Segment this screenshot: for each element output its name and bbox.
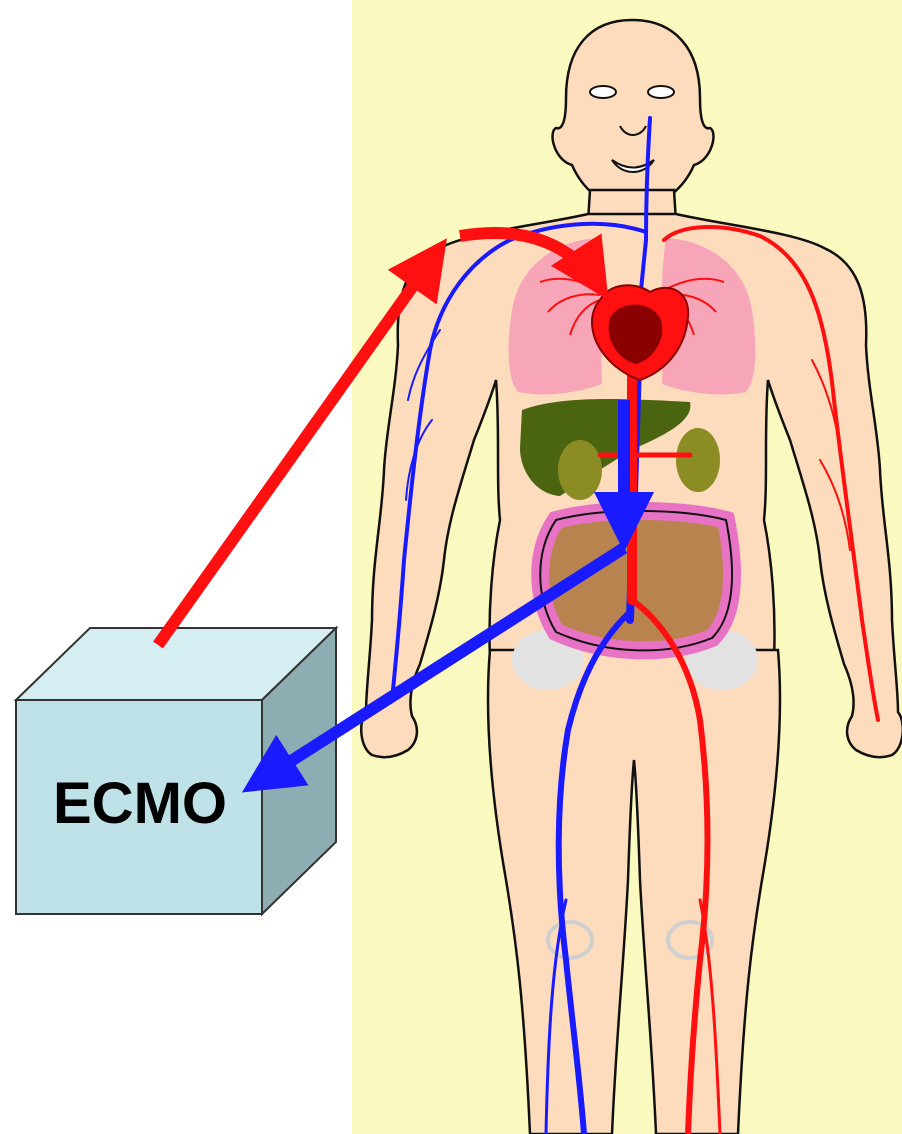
ecmo-machine: ECMO [16, 628, 336, 914]
ecmo-label: ECMO [53, 771, 227, 836]
human-body-figure [361, 20, 902, 1134]
head [553, 20, 714, 212]
legs [488, 650, 780, 1134]
